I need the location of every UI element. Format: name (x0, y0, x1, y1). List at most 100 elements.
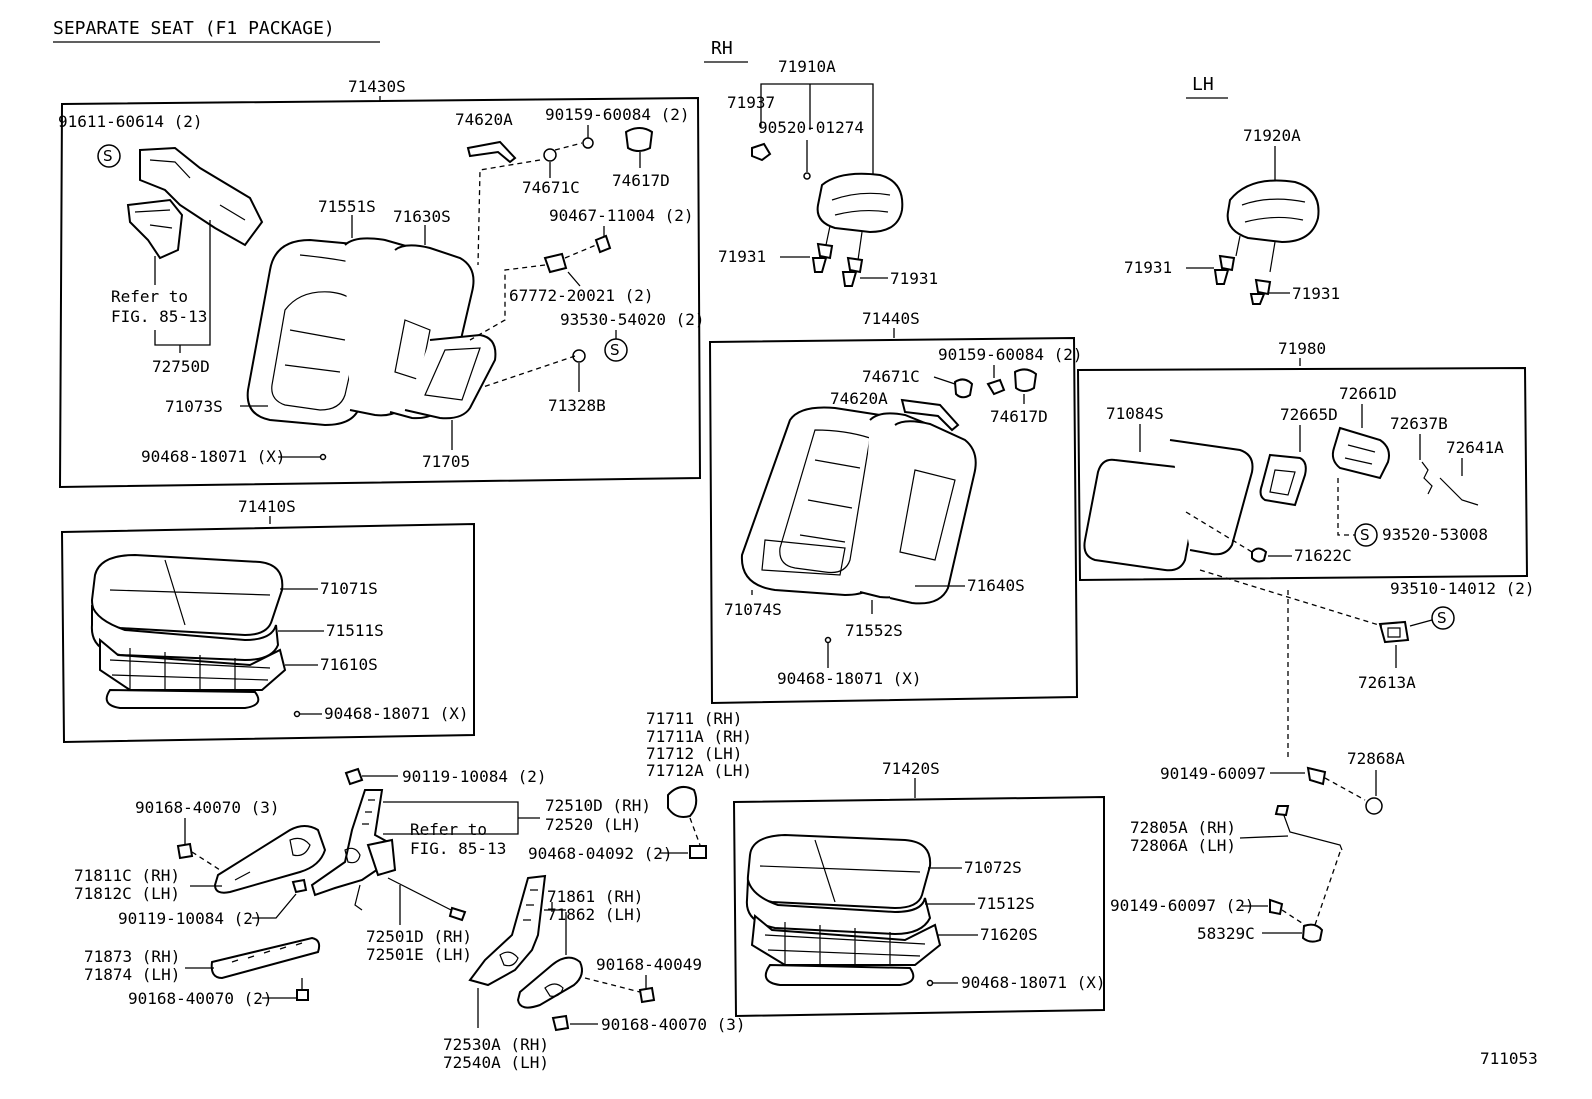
recliner-72530A (468, 874, 547, 987)
cover-74617D-a (624, 127, 654, 152)
callout-72613A: 72613A (1358, 673, 1416, 692)
refer-to-fig-2: FIG. 85-13 (410, 839, 506, 858)
callout-71410S: 71410S (238, 497, 296, 516)
callout-71874: 71874 (LH) (84, 965, 180, 984)
callout-90149-60097-a: 90149-60097 (1160, 764, 1266, 783)
cap-72868A (1365, 797, 1383, 815)
callout-74671C-b: 74671C (862, 367, 920, 386)
svg-text:S: S (1437, 609, 1447, 627)
callout-90159-60084-a: 90159-60084 (2) (545, 105, 690, 124)
figure-number: 711053 (1480, 1049, 1538, 1068)
callout-72637B: 72637B (1390, 414, 1448, 433)
s-symbol: S (97, 144, 121, 168)
callout-74671C-a: 74671C (522, 178, 580, 197)
pocket-72665D (1259, 453, 1307, 507)
latch-72661D (1331, 426, 1390, 480)
bolt-90168-40049 (638, 986, 656, 1004)
callout-71072S: 71072S (964, 858, 1022, 877)
callout-71811C: 71811C (RH) (74, 866, 180, 885)
callout-90159-60084-b: 90159-60084 (2) (938, 345, 1083, 364)
callout-71620S: 71620S (980, 925, 1038, 944)
callout-72806A: 72806A (LH) (1130, 836, 1236, 855)
bracket-72750D-lower (126, 198, 184, 260)
bracket-72613A (1378, 620, 1410, 644)
callout-71712A: 71712A (LH) (646, 761, 752, 780)
callout-74620A-b: 74620A (830, 389, 888, 408)
bracket-72750D (139, 146, 264, 247)
callout-71640S: 71640S (967, 576, 1025, 595)
callout-72530A: 72530A (RH) (443, 1035, 549, 1054)
bolt-90149-b (1269, 898, 1284, 916)
screw-90159-a (582, 137, 594, 149)
cable-72501D (387, 877, 456, 913)
callout-71712: 71712 (LH) (646, 744, 742, 763)
callout-71980: 71980 (1278, 339, 1326, 358)
callout-93510-14012: 93510-14012 (2) (1390, 579, 1535, 598)
trim-71873 (210, 936, 321, 980)
callout-74620A-a: 74620A (455, 110, 513, 129)
lever-72805A (1281, 809, 1343, 851)
callout-72665D: 72665D (1280, 405, 1338, 424)
callout-71931-d: 71931 (1292, 284, 1340, 303)
knob-71711 (667, 785, 698, 818)
callout-71711: 71711 (RH) (646, 709, 742, 728)
seatback-frame-71640S (889, 420, 977, 605)
headrest-71920A (1226, 179, 1320, 244)
callout-71711A: 71711A (RH) (646, 727, 752, 746)
box-71410S (60, 522, 475, 744)
lh-label: LH (1192, 74, 1214, 95)
callout-91611-60614: 91611-60614 (2) (58, 112, 203, 131)
callout-71920A: 71920A (1243, 126, 1301, 145)
callout-71931-a: 71931 (718, 247, 766, 266)
callout-90468-04092: 90468-04092 (2) (528, 844, 673, 863)
bolt-90149-a (1306, 766, 1327, 786)
callout-90468-18071-a: 90468-18071 (X) (141, 447, 286, 466)
callout-72540A: 72540A (LH) (443, 1053, 549, 1072)
group-headrest-rh: 71910A 71937 90520-01274 71931 71931 (718, 57, 938, 288)
handle-74620A-a (466, 140, 517, 164)
s-symbol: S (1431, 606, 1455, 630)
pin-90520 (803, 172, 811, 180)
screw-90159-b (986, 378, 1006, 396)
box-71430S (58, 96, 702, 489)
callout-90149-60097-b: 90149-60097 (2) (1110, 896, 1255, 915)
guide-71931-d (1254, 278, 1272, 296)
callout-72805A: 72805A (RH) (1130, 818, 1236, 837)
cover-71811C (213, 825, 327, 894)
cover-71861 (516, 956, 583, 1009)
cushion-frame-71620S (750, 914, 942, 966)
svg-text:S: S (610, 341, 620, 359)
board-back (1169, 439, 1254, 556)
guide-71931-a (816, 242, 834, 260)
s-symbol: S (1354, 523, 1378, 547)
callout-71084S: 71084S (1106, 404, 1164, 423)
callout-71074S: 71074S (724, 600, 782, 619)
spring-72637B (1421, 461, 1433, 495)
callout-93530-54020: 93530-54020 (2) (560, 310, 705, 329)
callout-71931-c: 71931 (1124, 258, 1172, 277)
callout-90468-18071-b: 90468-18071 (X) (324, 704, 469, 723)
box-71420S (732, 795, 1105, 1018)
guide-71931-c (1218, 254, 1236, 272)
group-right-hardware: 93510-14012 (2) S 72613A 90149-60097 728… (1110, 569, 1535, 943)
callout-72501E: 72501E (LH) (366, 945, 472, 964)
refer-to-fig-1: FIG. 85-13 (111, 307, 207, 326)
clip-90467 (594, 234, 612, 254)
group-71430S: 71430S 91611-60614 (2) S Refer to FIG. 8… (58, 77, 705, 489)
callout-93520-53008: 93520-53008 (1382, 525, 1488, 544)
callout-58329C: 58329C (1197, 924, 1255, 943)
headrest-71910A (816, 172, 904, 234)
box-71440S (708, 336, 1079, 705)
group-71410S: 71410S 71071S 71511S 71610S 90468-18071 … (60, 497, 475, 744)
cover-58329C (1301, 923, 1324, 943)
svg-text:S: S (103, 147, 113, 165)
callout-90119-10084-b: 90119-10084 (2) (118, 909, 263, 928)
callout-71328B: 71328B (548, 396, 606, 415)
callout-90467-11004: 90467-11004 (2) (549, 206, 694, 225)
handle-74620A-b (900, 398, 960, 432)
callout-71862: 71862 (LH) (547, 905, 643, 924)
callout-90468-18071-c: 90468-18071 (X) (777, 669, 922, 688)
callout-71420S: 71420S (882, 759, 940, 778)
callout-71630S: 71630S (393, 207, 451, 226)
